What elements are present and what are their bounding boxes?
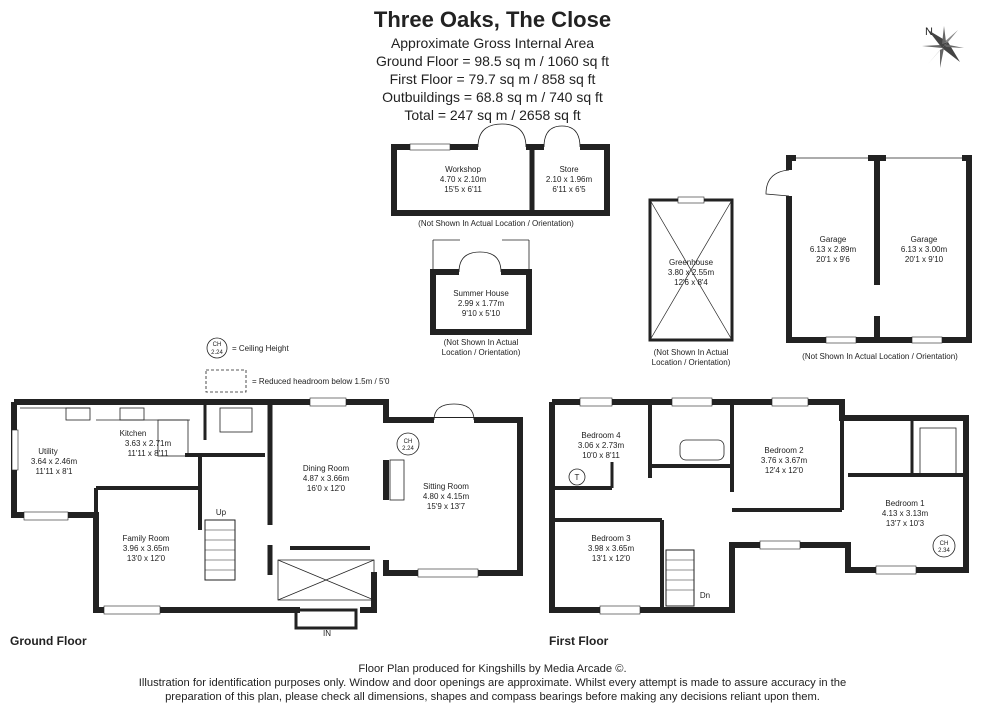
garage-2-name: Garage — [911, 235, 938, 244]
bedroom-1-ch-value: 2.34 — [938, 548, 950, 554]
dining-room-metric: 4.87 x 3.66m — [303, 474, 350, 483]
family-room-name: Family Room — [122, 534, 169, 543]
family-room-metric: 3.96 x 3.65m — [123, 544, 170, 553]
garage-2-imperial: 20'1 x 9'10 — [905, 255, 944, 264]
workshop-name: Workshop — [445, 165, 481, 174]
ground-floor-label: Ground Floor — [10, 634, 87, 648]
legend-ceiling-height: = Ceiling Height — [232, 344, 289, 353]
bedroom-2-name: Bedroom 2 — [764, 446, 804, 455]
bedroom-1-metric: 4.13 x 3.13m — [882, 509, 929, 518]
footer-credit: Floor Plan produced for Kingshills by Me… — [358, 663, 627, 675]
store-metric: 2.10 x 1.96m — [546, 175, 593, 184]
greenhouse-metric: 3.80 x 2.55m — [668, 268, 715, 277]
bedroom-4-imperial: 10'0 x 8'11 — [582, 451, 620, 460]
utility-metric: 3.64 x 2.46m — [31, 457, 78, 466]
legend-ch-label: CH — [213, 342, 222, 348]
family-room-imperial: 13'0 x 12'0 — [127, 554, 166, 563]
workshop-imperial: 15'5 x 6'11 — [444, 185, 482, 194]
tank-label: T — [575, 473, 580, 482]
property-title: Three Oaks, The Close — [373, 7, 612, 32]
summer-house-imperial: 9'10 x 5'10 — [462, 309, 501, 318]
first-floor-area: First Floor = 79.7 sq m / 858 sq ft — [389, 71, 596, 87]
garage-1-metric: 6.13 x 2.89m — [810, 245, 857, 254]
stairs-down-label: Dn — [700, 591, 710, 600]
legend-reduced-headroom: = Reduced headroom below 1.5m / 5'0 — [252, 377, 390, 386]
bedroom-2-metric: 3.76 x 3.67m — [761, 456, 808, 465]
garage-1-name: Garage — [820, 235, 847, 244]
compass-north-label: N — [925, 26, 933, 38]
reduced-headroom-symbol — [205, 369, 247, 393]
garage-note: (Not Shown In Actual Location / Orientat… — [802, 352, 958, 361]
bedroom-1-ch-label: CH — [940, 541, 949, 547]
total-area: Total = 247 sq m / 2658 sq ft — [404, 107, 581, 123]
legend-ch-value: 2.24 — [211, 350, 223, 356]
kitchen-metric: 3.63 x 2.71m — [125, 439, 172, 448]
utility-imperial: 11'11 x 8'1 — [35, 467, 73, 476]
stairs-up-label: Up — [216, 508, 227, 517]
garage-outline — [765, 155, 972, 344]
garage-1-imperial: 20'1 x 9'6 — [816, 255, 850, 264]
store-imperial: 6'11 x 6'5 — [552, 185, 586, 194]
disclaimer-footer: Floor Plan produced for Kingshills by Me… — [0, 662, 985, 704]
summer-house-name: Summer House — [453, 289, 509, 298]
sitting-ch-value: 2.24 — [402, 446, 414, 452]
sitting-room-name: Sitting Room — [423, 482, 469, 491]
bedroom-3-imperial: 13'1 x 12'0 — [592, 554, 631, 563]
bedroom-3-metric: 3.98 x 3.65m — [588, 544, 635, 553]
summer-house-note-1: (Not Shown In Actual — [444, 338, 519, 347]
bedroom-4-metric: 3.06 x 2.73m — [578, 441, 625, 450]
greenhouse-note-1: (Not Shown In Actual — [654, 348, 729, 357]
greenhouse-note-2: Location / Orientation) — [652, 358, 731, 367]
workshop-metric: 4.70 x 2.10m — [440, 175, 487, 184]
first-floor-label: First Floor — [549, 634, 609, 648]
summer-house-metric: 2.99 x 1.77m — [458, 299, 505, 308]
sitting-room-imperial: 15'9 x 13'7 — [427, 502, 466, 511]
bedroom-1-imperial: 13'7 x 10'3 — [886, 519, 925, 528]
garage-2-metric: 6.13 x 3.00m — [901, 245, 948, 254]
dining-room-imperial: 16'0 x 12'0 — [307, 484, 346, 493]
footer-disclaimer-1: Illustration for identification purposes… — [138, 677, 847, 689]
ceiling-height-symbol — [206, 337, 228, 359]
outbuildings-area: Outbuildings = 68.8 sq m / 740 sq ft — [382, 89, 603, 105]
store-name: Store — [559, 165, 579, 174]
entrance-label: IN — [323, 629, 331, 638]
summer-house-outline — [430, 239, 532, 335]
first-floor-outline — [549, 397, 969, 615]
workshop-store-outline — [391, 123, 610, 216]
greenhouse-imperial: 12'6 x 8'4 — [674, 278, 708, 287]
footer-disclaimer-2: preparation of this plan, please check a… — [165, 691, 820, 703]
summer-house-note-2: Location / Orientation) — [442, 348, 521, 357]
bedroom-1-name: Bedroom 1 — [885, 499, 925, 508]
bedroom-3-name: Bedroom 3 — [591, 534, 631, 543]
ground-floor-area: Ground Floor = 98.5 sq m / 1060 sq ft — [375, 53, 610, 69]
greenhouse-outline — [648, 196, 734, 342]
kitchen-imperial: 11'11 x 8'11 — [128, 449, 169, 458]
bedroom-2-imperial: 12'4 x 12'0 — [765, 466, 804, 475]
sitting-ch-label: CH — [404, 439, 413, 445]
ground-floor-outline — [11, 397, 523, 630]
greenhouse-name: Greenhouse — [669, 258, 714, 267]
kitchen-name: Kitchen — [120, 429, 147, 438]
plan-header: Three Oaks, The Close Approximate Gross … — [0, 6, 985, 124]
bedroom-4-name: Bedroom 4 — [581, 431, 621, 440]
utility-name: Utility — [38, 447, 58, 456]
workshop-note: (Not Shown In Actual Location / Orientat… — [418, 219, 574, 228]
dining-room-name: Dining Room — [303, 464, 350, 473]
area-heading: Approximate Gross Internal Area — [390, 35, 595, 51]
compass-icon: N — [922, 26, 964, 68]
sitting-room-metric: 4.80 x 4.15m — [423, 492, 470, 501]
